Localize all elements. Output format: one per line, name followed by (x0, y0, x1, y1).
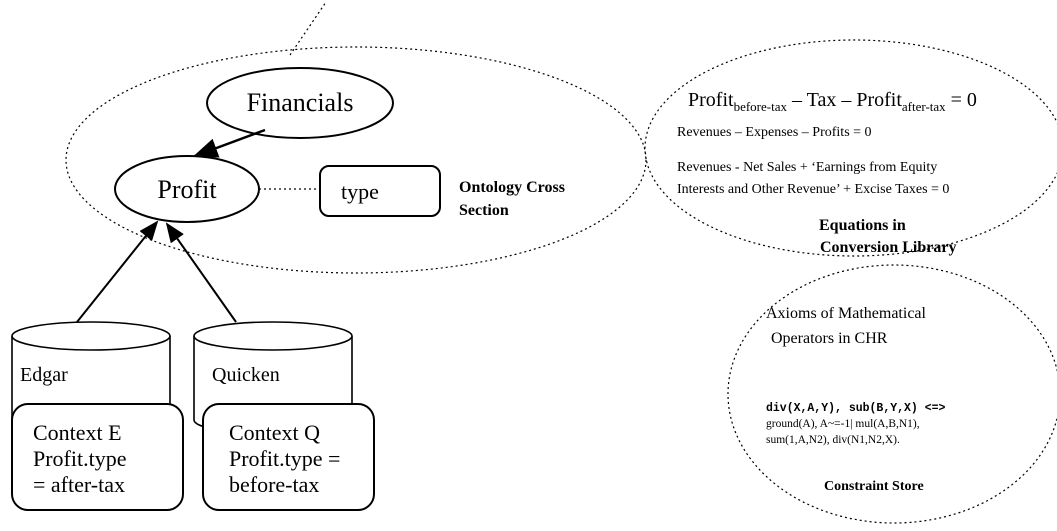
constraint-store-boundary (727, 264, 1057, 524)
context-q-line3: before-tax (229, 472, 319, 497)
profit-label: Profit (157, 175, 217, 204)
axioms-title-line1: Axioms of Mathematical (766, 305, 927, 322)
context-q-line1: Context Q (229, 420, 320, 445)
ontology-caption-line2: Section (459, 202, 509, 219)
axioms-title-line2: Operators in CHR (771, 330, 888, 347)
quicken-name: Quicken (212, 364, 280, 386)
revenue-sales-equation-line1: Revenues - Net Sales + ‘Earnings from Eq… (677, 160, 937, 175)
financials-node (206, 67, 394, 139)
constraint-store-caption: Constraint Store (824, 479, 924, 494)
chr-rule-head: div(X,A,Y), sub(B,Y,X) <=> (766, 402, 946, 415)
context-e-line1: Context E (33, 420, 122, 445)
financials-label: Financials (247, 88, 354, 117)
quicken-to-profit-arrow (165, 222, 237, 323)
type-label: type (341, 179, 379, 204)
edgar-source: Edgar Context E Profit.type = after-tax (11, 321, 184, 511)
main-equation: Profitbefore-tax – Tax – Profitafter-tax… (688, 89, 977, 114)
revenue-sales-equation-line2: Interests and Other Revenue’ + Excise Ta… (677, 182, 949, 197)
context-e-line2: Profit.type (33, 446, 127, 471)
context-q-line2: Profit.type = (229, 446, 340, 471)
context-q-box (202, 403, 375, 511)
ontology-caption-line1: Ontology Cross (459, 179, 565, 196)
conversion-library-boundary (644, 39, 1057, 257)
quicken-database-top (193, 321, 353, 351)
context-e-box (11, 403, 184, 511)
context-e-line3: = after-tax (33, 472, 125, 497)
chr-rule-body-line2: sum(1,A,N2), div(N1,N2,X). (766, 434, 900, 446)
revenue-expense-equation: Revenues – Expenses – Profits = 0 (677, 125, 872, 140)
chr-rule-body-line1: ground(A), A~=-1| mul(A,B,N1), (766, 418, 920, 430)
ontology-parent-dotted-link (289, 1, 327, 56)
ontology-boundary (65, 46, 647, 274)
conversion-library-caption-line2: Conversion Library (820, 239, 956, 256)
edgar-name: Edgar (20, 364, 68, 386)
financials-to-profit-arrow (192, 128, 266, 158)
quicken-source: Quicken Context Q Profit.type = before-t… (193, 321, 375, 511)
constraint-store: Axioms of Mathematical Operators in CHR … (727, 264, 1057, 524)
type-attribute-box (319, 165, 441, 217)
edgar-database-top (11, 321, 171, 351)
ontology-cross-section: Financials Profit type Ontology Cross Se… (65, 1, 647, 274)
edgar-to-profit-arrow (76, 220, 159, 323)
conversion-library: Profitbefore-tax – Tax – Profitafter-tax… (644, 39, 1057, 257)
conversion-library-caption-line1: Equations in (819, 217, 906, 234)
